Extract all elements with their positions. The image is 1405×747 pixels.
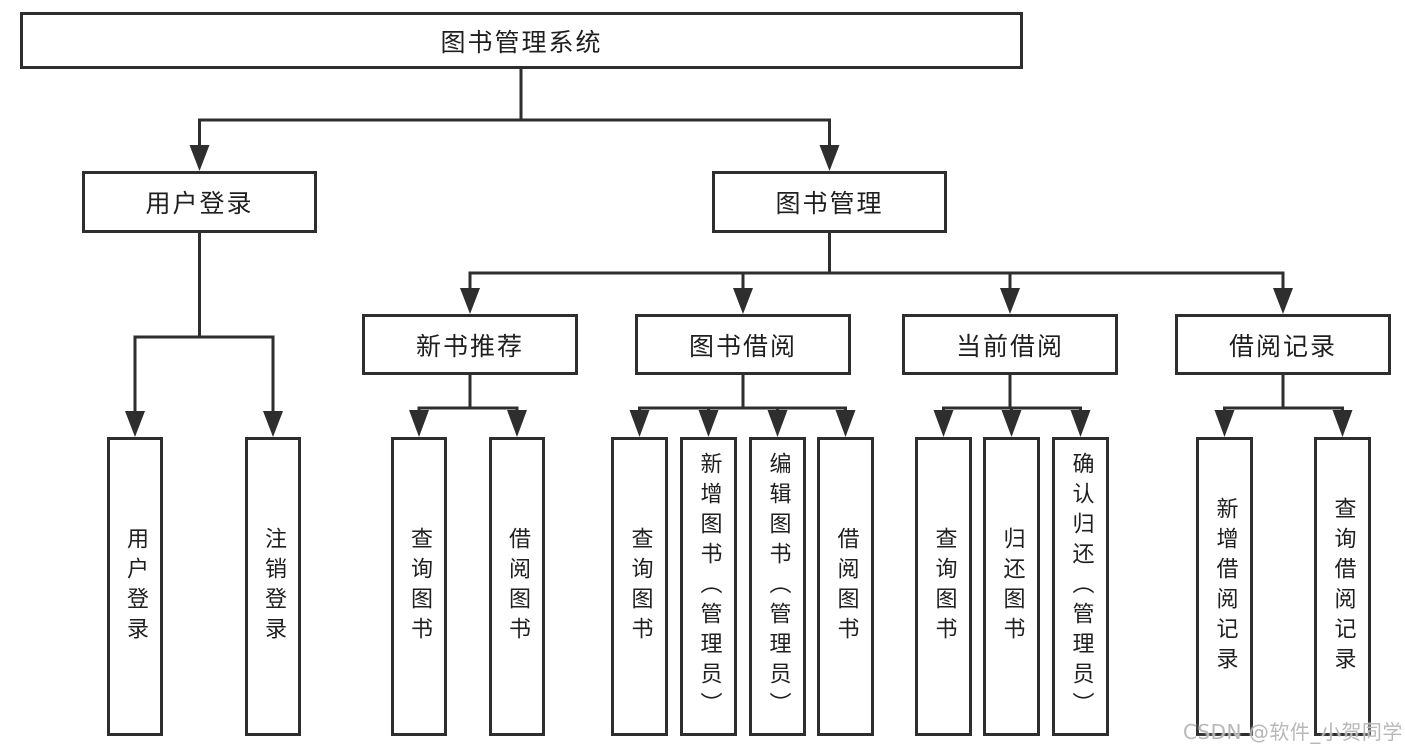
leaf-query-books-borrowing: 查询图书 <box>611 437 668 736</box>
node-borrowing-records: 借阅记录 <box>1175 314 1391 375</box>
leaf-logout: 注销登录 <box>245 437 301 736</box>
node-book-management: 图书管理 <box>712 171 947 233</box>
leaf-borrow-books-borrowing: 借阅图书 <box>817 437 874 736</box>
leaf-edit-books-admin: 编辑图书（管理员） <box>749 437 806 736</box>
leaf-add-borrow-record: 新增借阅记录 <box>1196 437 1253 736</box>
csdn-watermark: CSDN @软件_小贺同学 <box>1183 720 1403 744</box>
leaf-query-books-current: 查询图书 <box>915 437 972 736</box>
node-current-borrowing: 当前借阅 <box>902 314 1118 375</box>
node-user-login: 用户登录 <box>82 171 317 233</box>
leaf-query-borrow-record: 查询借阅记录 <box>1314 437 1371 736</box>
node-book-borrowing: 图书借阅 <box>635 314 851 375</box>
leaf-return-books: 归还图书 <box>983 437 1040 736</box>
node-library-management-system: 图书管理系统 <box>20 12 1023 69</box>
node-new-book-recommend: 新书推荐 <box>362 314 578 375</box>
leaf-borrow-books-recommend: 借阅图书 <box>489 437 545 736</box>
leaf-query-books-recommend: 查询图书 <box>391 437 447 736</box>
leaf-user-login: 用户登录 <box>107 437 163 736</box>
leaf-confirm-return-admin: 确认归还（管理员） <box>1052 437 1109 736</box>
leaf-add-books-admin: 新增图书（管理员） <box>680 437 737 736</box>
